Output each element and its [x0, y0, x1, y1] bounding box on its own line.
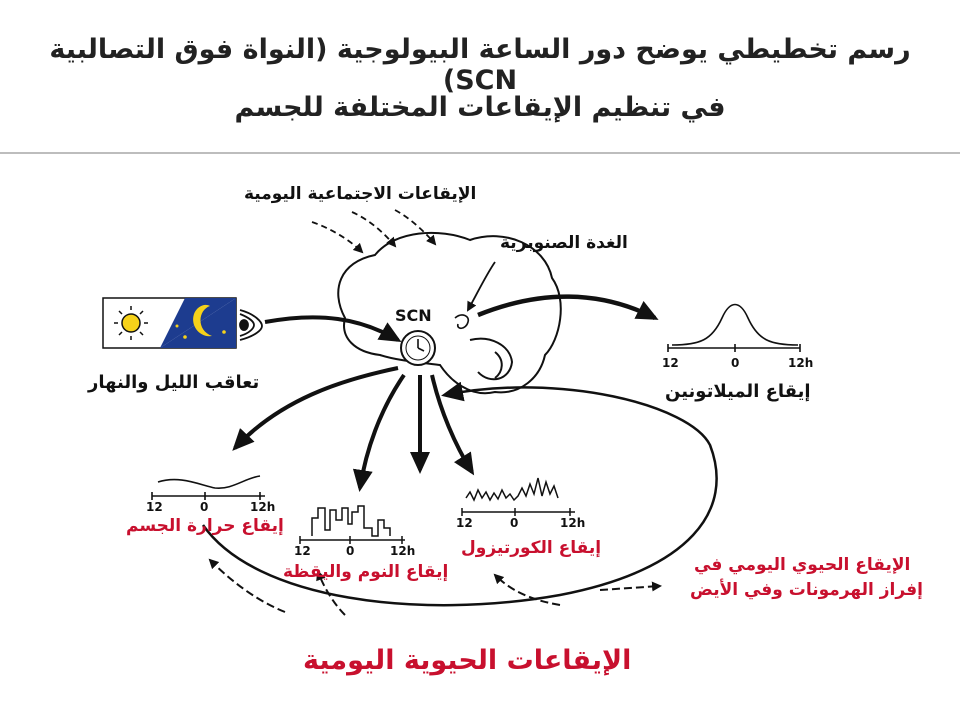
cortisol-tick-mid: 0 [510, 516, 519, 530]
scn-label: SCN [395, 306, 432, 325]
cortisol-graph [461, 477, 575, 516]
body-temperature-label: إيقاع حرارة الجسم [126, 516, 284, 536]
melatonin-tick-right: 12h [788, 356, 814, 370]
scn-output-arrows [232, 366, 475, 492]
pineal-gland-label: الغدة الصنوبرية [500, 233, 628, 253]
cortisol-label: إيقاع الكورتيزول [461, 538, 602, 558]
pineal-pointer-arrow [467, 261, 496, 312]
sleep-tick-right: 12h [390, 544, 416, 558]
light-input-arrow [264, 315, 402, 343]
melatonin-tick-mid: 0 [731, 356, 740, 370]
sleep-wake-graph [299, 505, 405, 544]
melatonin-tick-left: 12 [662, 356, 679, 370]
temp-tick-mid: 0 [200, 500, 209, 514]
daily-rhythms-label: الإيقاعات الحيوية اليومية [303, 645, 632, 676]
sleep-wake-label: إيقاع النوم واليقظة [283, 562, 449, 582]
day-night-label: تعاقب الليل والنهار [88, 372, 260, 393]
melatonin-graph [667, 303, 801, 352]
sun-icon [114, 306, 148, 340]
hormone-label-line2: إفراز الهرمونات وفي الأيض [690, 580, 923, 600]
brain-outline [337, 231, 562, 395]
social-rhythm-arrows [311, 209, 437, 254]
cortisol-tick-right: 12h [560, 516, 586, 530]
clock-icon [400, 330, 436, 366]
temp-tick-right: 12h [250, 500, 276, 514]
melatonin-arrow [477, 294, 659, 321]
page-title-line2: في تنظيم الإيقاعات المختلفة للجسم [234, 92, 726, 123]
eye-icon [239, 309, 263, 341]
pineal-gland-shape [454, 314, 470, 330]
page-title-line1: رسم تخطيطي يوضح دور الساعة البيولوجية (ا… [49, 34, 911, 96]
melatonin-label: إيقاع الميلاتونين [665, 381, 811, 402]
body-temperature-graph [151, 475, 265, 500]
social-rhythms-label: الإيقاعات الاجتماعية اليومية [244, 184, 477, 204]
dashed-feedback-arrows [208, 558, 662, 616]
sleep-tick-left: 12 [294, 544, 311, 558]
moon-icon [175, 304, 226, 339]
sleep-tick-mid: 0 [346, 544, 355, 558]
feedback-loop-arrow [201, 381, 718, 607]
hormone-label-line1: الإيقاع الحيوي اليومي في [694, 555, 911, 575]
temp-tick-left: 12 [146, 500, 163, 514]
title-divider [0, 152, 960, 154]
cortisol-tick-left: 12 [456, 516, 473, 530]
